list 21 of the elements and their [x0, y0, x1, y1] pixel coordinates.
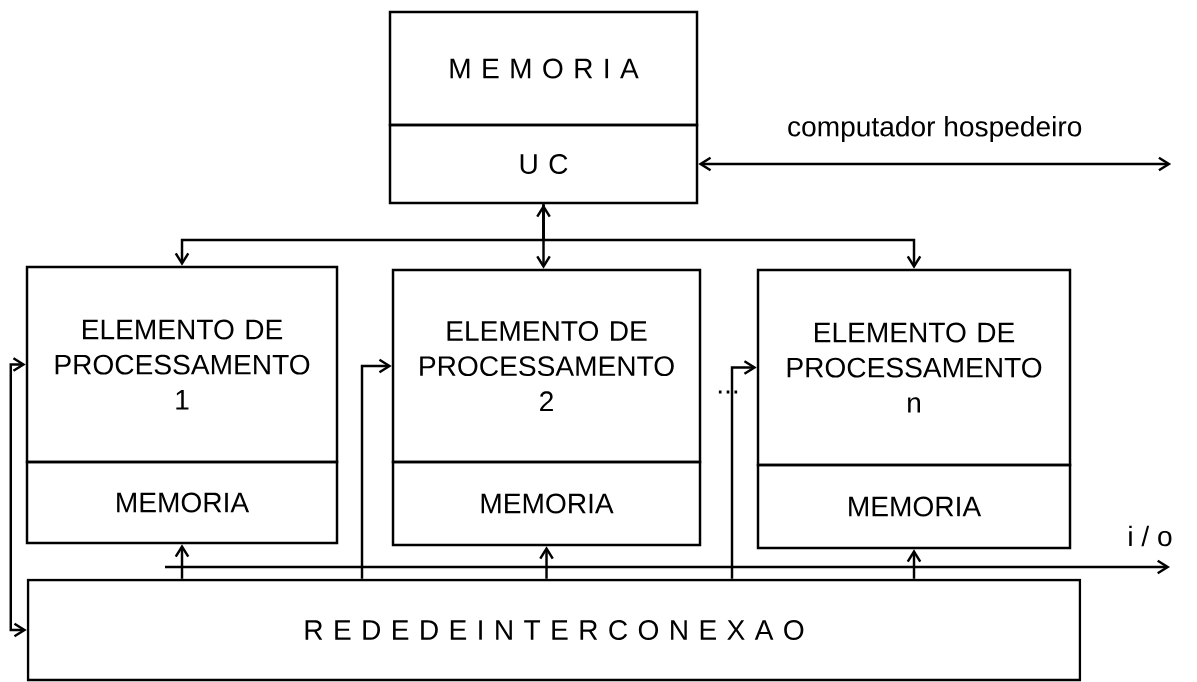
ellipsis: ...: [718, 390, 738, 394]
arrow: [9, 357, 27, 638]
memory-box: MEMORIA: [25, 460, 339, 545]
edge-label: computador hospedeiro: [788, 115, 1082, 143]
arrow: [360, 358, 392, 579]
arrow: [906, 549, 922, 579]
network-box: R E D E D E I N T E R C O N E X A O: [26, 578, 1082, 682]
arrow: [542, 204, 922, 269]
control-unit-box: U C: [388, 123, 699, 205]
arrow: [539, 546, 554, 579]
arrow: [174, 544, 190, 579]
arrow: [536, 204, 551, 269]
io-label: i / o: [1129, 525, 1172, 547]
arrow: [730, 360, 757, 579]
arrow: [698, 156, 1172, 172]
processing-element-box: ELEMENTO DE PROCESSAMENTO 2: [391, 268, 702, 464]
memory-box: M E M O R I A: [388, 10, 699, 127]
memory-box: MEMORIA: [756, 463, 1072, 550]
processing-element-box: ELEMENTO DE PROCESSAMENTO n: [756, 268, 1072, 467]
processing-element-box: ELEMENTO DE PROCESSAMENTO 1: [25, 265, 339, 464]
memory-box: MEMORIA: [391, 460, 702, 547]
